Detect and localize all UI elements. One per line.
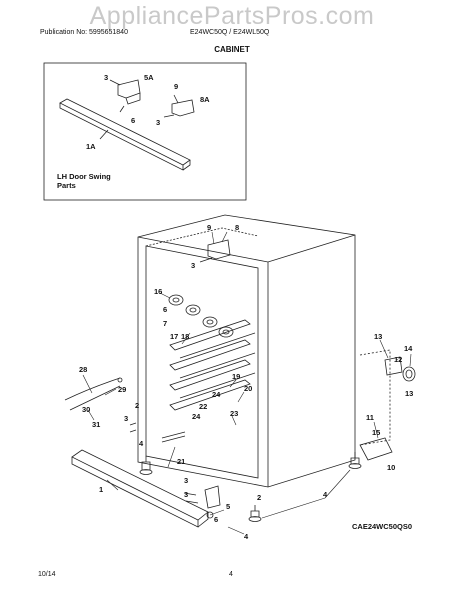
callout: 4 <box>323 490 328 499</box>
power-cord <box>64 377 121 401</box>
callout: 30 <box>82 405 90 414</box>
inset-caption: LH Door Swing <box>57 172 111 181</box>
inset-callout: 3 <box>156 118 160 127</box>
inset-callout: 6 <box>131 116 135 125</box>
watermark: AppliancePartsPros.com <box>89 2 375 30</box>
callout: 20 <box>244 384 252 393</box>
callout: 10 <box>387 463 395 472</box>
shelf-rollers <box>168 294 234 338</box>
inset-callout: 3 <box>104 73 108 82</box>
callout: 3 <box>184 490 188 499</box>
callout: 18 <box>181 332 189 341</box>
callout: 6 <box>214 515 218 524</box>
bottom-hinge <box>204 485 221 509</box>
cabinet-body <box>137 214 356 488</box>
callout: 22 <box>199 402 207 411</box>
toe-kick <box>71 449 209 521</box>
inset-callout: 5A <box>144 73 154 82</box>
cabinet-liner <box>145 245 259 479</box>
callout: 29 <box>118 385 126 394</box>
top-hinge <box>207 239 231 260</box>
callout: 1 <box>99 485 103 494</box>
publication-number: Publication No: 5995651840 <box>40 29 128 36</box>
callout: 16 <box>154 287 162 296</box>
callout: 8 <box>235 223 239 232</box>
callout: 21 <box>177 457 185 466</box>
footer-page: 4 <box>229 571 233 578</box>
callout: 12 <box>394 355 402 364</box>
callout: 3 <box>191 261 195 270</box>
shelf-rails <box>169 319 256 411</box>
callout: 23 <box>230 409 238 418</box>
inset-caption: Parts <box>57 181 76 190</box>
footer-date: 10/14 <box>38 571 56 578</box>
callout: 4 <box>139 439 144 448</box>
callout: 6 <box>163 305 167 314</box>
callout: 9 <box>207 223 211 232</box>
callout: 28 <box>79 365 87 374</box>
callout: 2 <box>257 493 261 502</box>
callout: 24 <box>212 390 221 399</box>
inset-box <box>43 62 247 201</box>
callout: 15 <box>372 428 380 437</box>
callout: 17 <box>170 332 178 341</box>
inset-hinge-5a <box>117 79 141 99</box>
inset-callout: 8A <box>200 95 210 104</box>
callout: 7 <box>163 319 167 328</box>
callout: 11 <box>366 413 374 422</box>
rear-bracket <box>359 437 393 461</box>
side-bracket <box>384 356 403 376</box>
diagram-code: CAE24WC50QS0 <box>352 522 413 531</box>
inset-callout: 9 <box>174 82 178 91</box>
leader-lines <box>82 231 412 535</box>
section-title: CABINET <box>214 45 250 54</box>
callout: 31 <box>92 420 100 429</box>
side-grommet <box>402 366 416 382</box>
inset-callout: 1A <box>86 142 96 151</box>
callout: 3 <box>124 414 128 423</box>
callout: 13 <box>374 332 382 341</box>
callout: 5 <box>226 502 230 511</box>
model-numbers: E24WC50Q / E24WL50Q <box>190 29 270 36</box>
callout: 24 <box>192 412 201 421</box>
callout: 3 <box>184 476 188 485</box>
callout: 14 <box>404 344 413 353</box>
callout: 19 <box>232 372 240 381</box>
callout: 13 <box>405 389 413 398</box>
callout: 4 <box>244 532 249 541</box>
inset-hinge-8a <box>171 99 195 117</box>
inset-toe-kick <box>59 98 191 166</box>
callout: 2 <box>135 401 139 410</box>
leveling-legs <box>139 452 362 522</box>
